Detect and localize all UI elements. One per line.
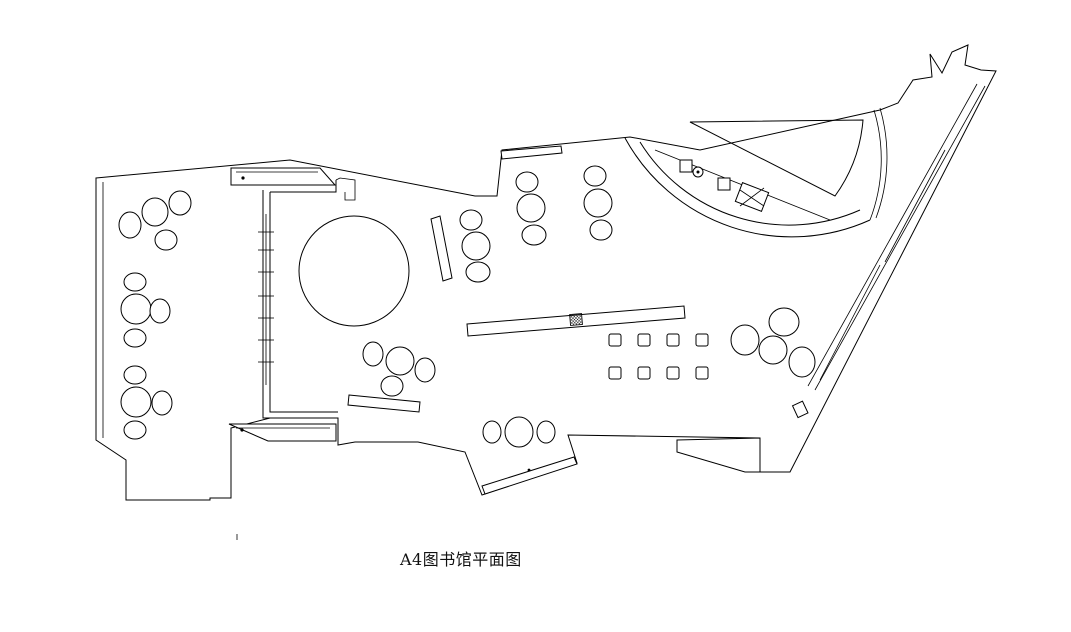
seating-pods (119, 166, 815, 447)
stools (609, 334, 708, 379)
partition-joints (258, 232, 274, 362)
counters (229, 146, 808, 494)
plan-caption: A4图书馆平面图 (400, 550, 522, 569)
interior-partition (258, 178, 355, 418)
round-table (299, 216, 409, 326)
exterior-walls (96, 45, 996, 500)
curved-room (625, 108, 887, 237)
